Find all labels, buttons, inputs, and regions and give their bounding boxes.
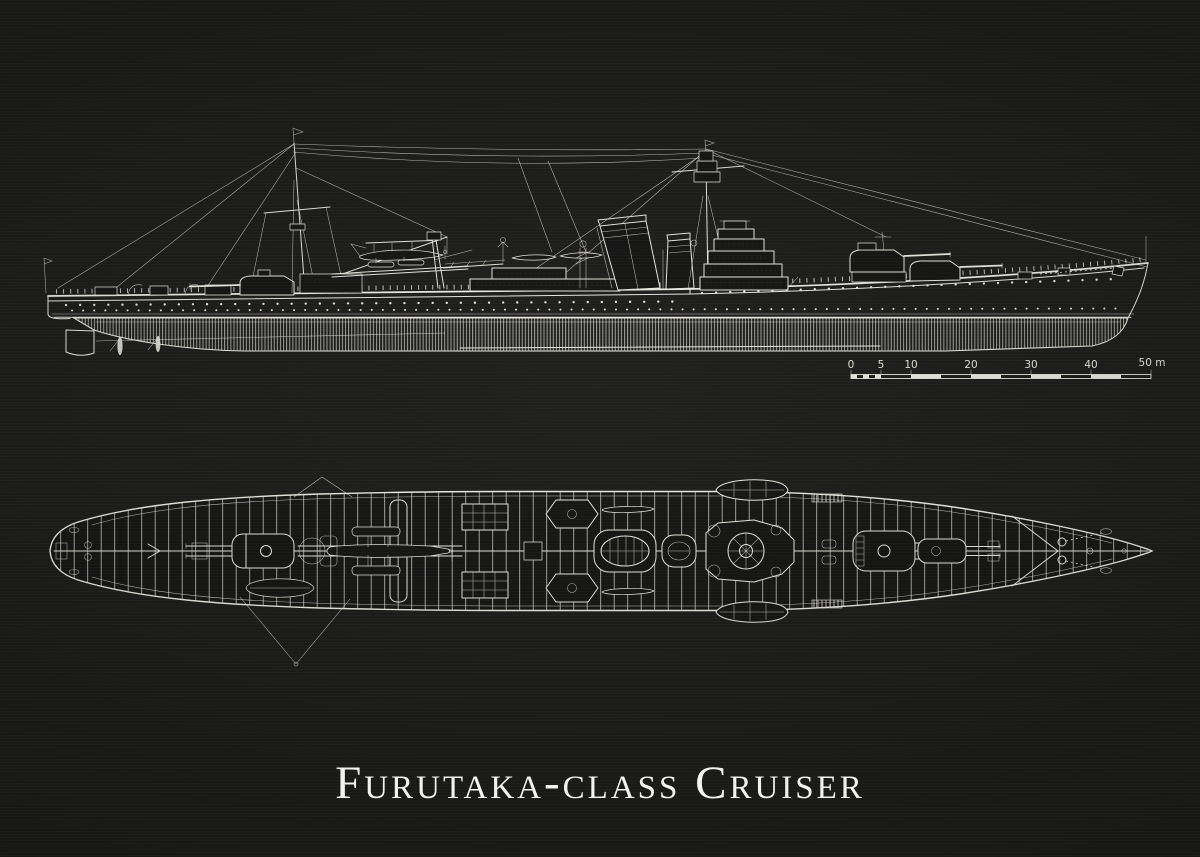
plan-bow-gear	[987, 515, 1127, 587]
stern-flagstaff	[43, 257, 53, 294]
searchlight	[579, 240, 587, 248]
turret-B	[849, 249, 905, 273]
derrick-post	[426, 231, 473, 289]
side-elevation-view	[43, 127, 1149, 356]
plan-seaplane	[297, 499, 463, 603]
scale-label-50m: 50 m	[1139, 357, 1166, 369]
scale-label-40: 40	[1084, 359, 1097, 371]
plan-midship-structures	[461, 499, 599, 603]
plan-davit-boats	[715, 479, 789, 623]
scale-label-20: 20	[964, 359, 977, 371]
seaplane-on-catapult	[331, 240, 469, 278]
aft-superstructure	[442, 237, 621, 292]
ships-boat	[511, 254, 557, 261]
scale-label-30: 30	[1024, 359, 1037, 371]
scale-bar: 0 5 10 20 30 40 50 m	[848, 357, 1166, 379]
anchor	[1111, 265, 1125, 277]
underwater-hull	[65, 317, 1129, 356]
mainmast	[263, 127, 448, 294]
crane-sweep-lines	[239, 476, 353, 667]
plan-bridge	[705, 519, 795, 583]
foremast-and-bridge	[671, 139, 799, 291]
aft-gun-turret	[189, 269, 295, 296]
plan-funnels	[593, 506, 697, 595]
forward-gun-turrets	[849, 231, 1003, 283]
plan-foredeck-hatches	[811, 493, 843, 609]
funnels	[596, 214, 695, 291]
barbette	[851, 271, 907, 283]
top-plan-view	[49, 476, 1154, 667]
plan-forward-turrets	[852, 530, 1001, 572]
foredeck-gear	[1017, 265, 1125, 280]
rigging-lines	[57, 143, 1148, 292]
plan-stern-details	[55, 527, 208, 575]
poster-title: Furutaka-class Cruiser	[335, 757, 865, 809]
plan-aft-turret	[185, 533, 295, 569]
scale-label-10: 10	[904, 359, 917, 371]
second-funnel	[665, 238, 695, 290]
turret-A	[909, 260, 961, 282]
scale-label-0: 0	[848, 359, 855, 371]
hull-side	[43, 235, 1149, 320]
rangefinder	[723, 220, 747, 230]
scale-label-5: 5	[878, 359, 885, 371]
rudder	[65, 329, 95, 356]
